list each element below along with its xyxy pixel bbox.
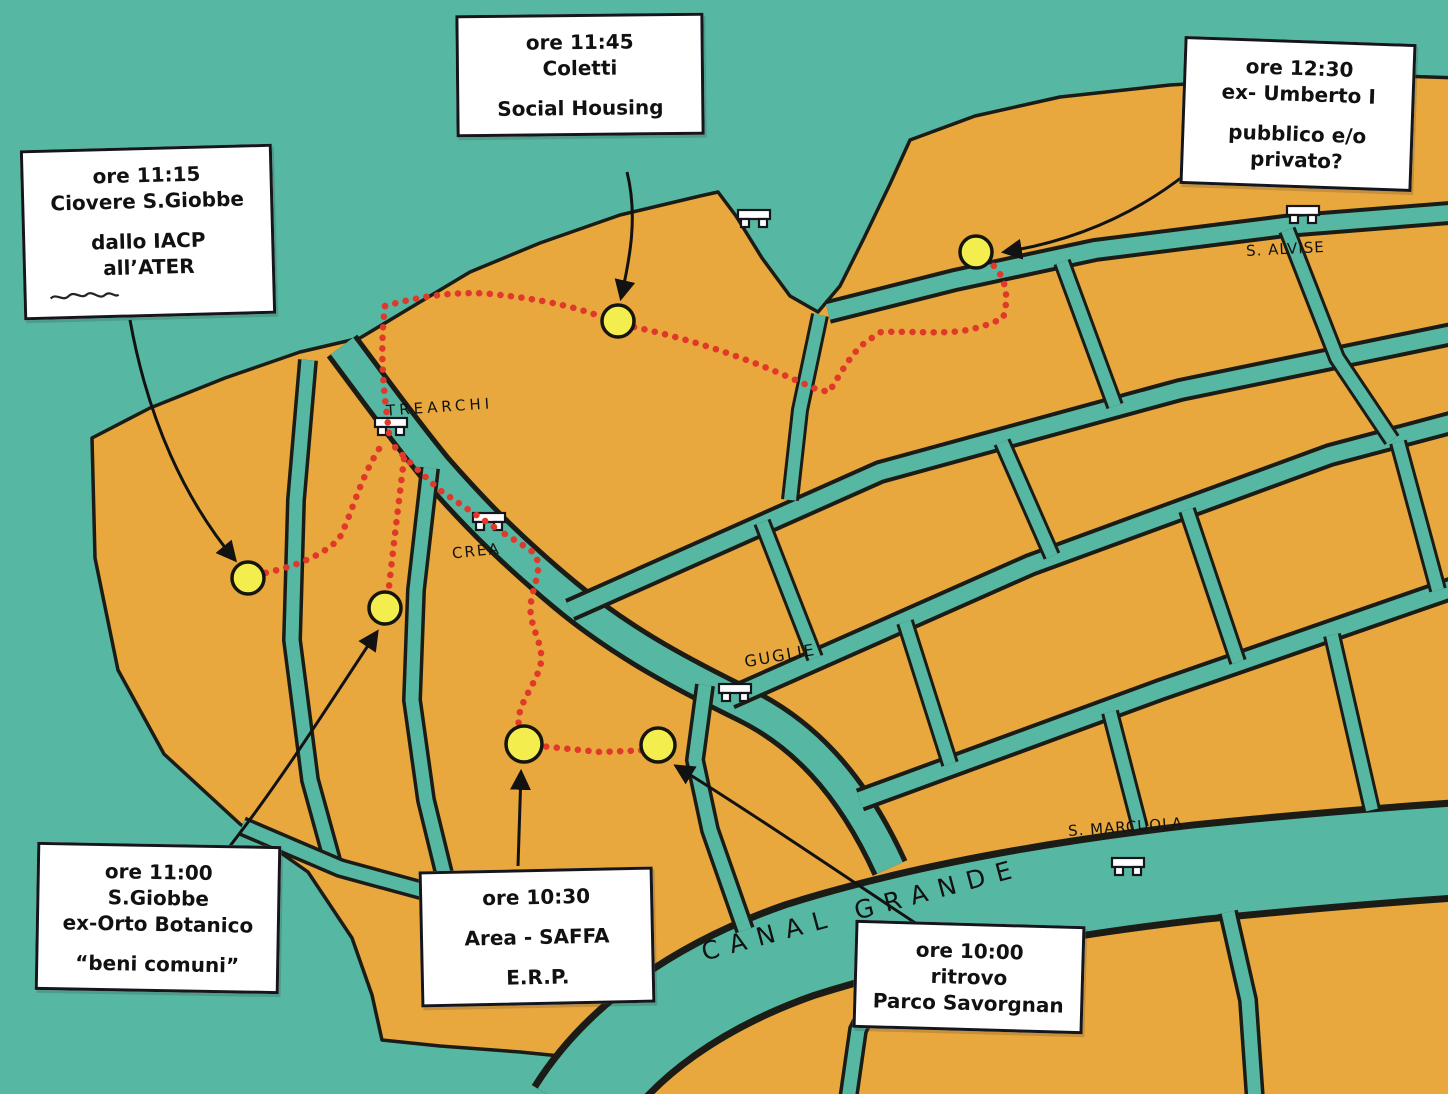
annotation-arrows bbox=[128, 171, 1187, 932]
stop-marker-savorgnan[interactable] bbox=[639, 726, 677, 764]
annotation-line: ore 11:45 bbox=[525, 29, 634, 55]
annotation-line: S.Giobbe bbox=[107, 885, 210, 911]
long-canals bbox=[565, 201, 1448, 812]
annotation-box-umberto: ore 12:30 ex- Umberto I pubblico e/o pri… bbox=[1179, 35, 1417, 193]
annotation-box-saffa: ore 10:30 Area - SAFFA E.R.P. bbox=[418, 866, 656, 1008]
annotation-line: Parco Savorgnan bbox=[872, 988, 1065, 1018]
bridge-icon-north bbox=[736, 208, 772, 229]
annotation-line: Social Housing bbox=[497, 95, 664, 121]
annotation-box-savorgnan: ore 10:00 ritrovo Parco Savorgnan bbox=[852, 919, 1086, 1035]
annotation-line: ore 11:00 bbox=[104, 859, 213, 885]
annotation-line: Area - SAFFA bbox=[464, 923, 610, 951]
stop-marker-saffa[interactable] bbox=[504, 724, 544, 764]
stop-marker-coletti[interactable] bbox=[600, 303, 636, 339]
walking-route bbox=[261, 261, 1010, 756]
stop-marker-orto-botanico[interactable] bbox=[367, 590, 403, 626]
annotation-line: “beni comuni” bbox=[75, 950, 240, 978]
annotation-box-coletti: ore 11:45 Coletti Social Housing bbox=[455, 12, 705, 138]
annotation-line: ex-Orto Botanico bbox=[62, 910, 254, 938]
annotation-line: ore 10:30 bbox=[482, 883, 591, 911]
connector-canals bbox=[753, 226, 1447, 831]
annotation-line: Coletti bbox=[542, 55, 618, 81]
annotation-line: E.R.P. bbox=[505, 964, 570, 990]
stop-marker-ciovere[interactable] bbox=[230, 560, 266, 596]
annotation-line: all’ATER bbox=[102, 253, 195, 281]
canal-grande bbox=[531, 799, 1448, 1094]
annotation-line: Ciovere S.Giobbe bbox=[50, 186, 245, 216]
annotation-box-orto-botanico: ore 11:00 S.Giobbe ex-Orto Botanico “ben… bbox=[34, 841, 282, 995]
stop-marker-umberto[interactable] bbox=[958, 234, 994, 270]
annotation-box-ciovere: ore 11:15 Ciovere S.Giobbe dallo IACP al… bbox=[19, 143, 277, 321]
scribble-mark bbox=[49, 292, 120, 300]
